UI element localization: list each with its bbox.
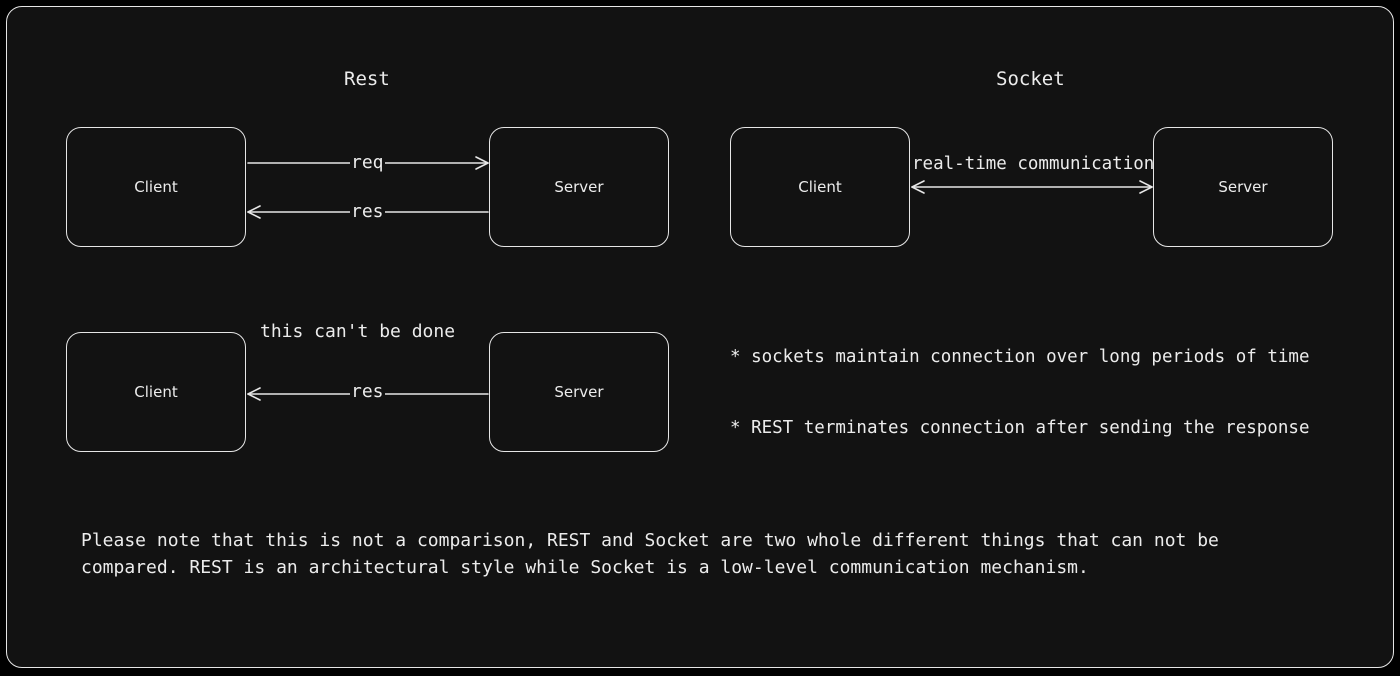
rest-heading: Rest xyxy=(344,68,390,90)
socket-server-box: Server xyxy=(1153,127,1333,247)
footer-note: Please note that this is not a compariso… xyxy=(81,527,1219,581)
rest-push-client-box: Client xyxy=(66,332,246,452)
socket-client-box: Client xyxy=(730,127,910,247)
rest-client-box: Client xyxy=(66,127,246,247)
push-res-label: res xyxy=(350,381,385,403)
footer-line-1: Please note that this is not a compariso… xyxy=(81,530,1219,551)
res-label: res xyxy=(350,201,385,223)
req-label: req xyxy=(350,152,385,174)
note-rest: * REST terminates connection after sendi… xyxy=(730,418,1310,438)
rest-client-label: Client xyxy=(134,178,178,196)
socket-heading: Socket xyxy=(996,68,1065,90)
rest-server-label: Server xyxy=(554,178,604,196)
rest-server-box: Server xyxy=(489,127,669,247)
rest-push-client-label: Client xyxy=(134,383,178,401)
socket-client-label: Client xyxy=(798,178,842,196)
realtime-label: real-time communication xyxy=(912,154,1155,174)
rest-push-server-label: Server xyxy=(554,383,604,401)
socket-server-label: Server xyxy=(1218,178,1268,196)
cannot-be-done-note: this can't be done xyxy=(259,321,457,343)
footer-line-2: compared. REST is an architectural style… xyxy=(81,557,1089,578)
note-sockets: * sockets maintain connection over long … xyxy=(730,347,1310,367)
socket-bidirectional-arrow xyxy=(911,180,1153,194)
rest-push-server-box: Server xyxy=(489,332,669,452)
